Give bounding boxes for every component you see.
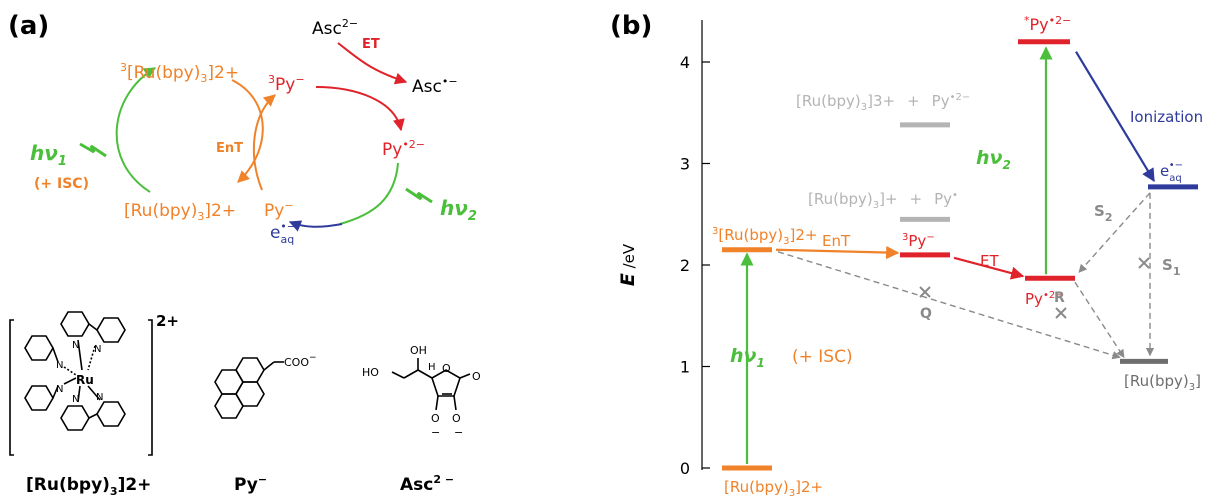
ionization-process-label: Ionization xyxy=(1130,108,1203,126)
ent-arrow xyxy=(775,245,900,260)
ent-arc-up xyxy=(252,94,276,191)
y-tick-label: 2 xyxy=(680,256,690,275)
py-radical-label: Py•2− xyxy=(382,138,425,160)
n-atom: N xyxy=(72,394,79,405)
hydroxyl-group: OH xyxy=(410,344,427,357)
lightning-icon xyxy=(79,142,107,158)
pyrene-structure xyxy=(214,357,284,419)
transition-arrows xyxy=(740,46,1155,464)
quenching-path-label: Q xyxy=(920,306,932,322)
ru-final-level-label: [Ru(bpy)3] xyxy=(1124,372,1201,393)
ru-oxidized-pair-label: [Ru(bpy)3]3++Py•2− xyxy=(796,92,970,113)
ascorbate-radical-label: Asc•− xyxy=(412,75,458,97)
et-arrow xyxy=(953,256,1025,280)
n-atom: N xyxy=(94,344,101,355)
hydrogen-atom: H xyxy=(428,362,436,373)
y-tick-label: 1 xyxy=(680,358,690,377)
et-process-label: ET xyxy=(980,252,999,270)
carbonyl-oxygen: O xyxy=(472,370,481,383)
panel-b-label: (b) xyxy=(610,11,652,41)
enolate-charge: − xyxy=(431,426,440,439)
et-label: ET xyxy=(362,37,380,52)
recombination-path xyxy=(1074,281,1125,359)
enolate-oxygen: O xyxy=(431,412,440,425)
energy-levels xyxy=(722,39,1198,471)
y-tick-label: 0 xyxy=(680,459,690,478)
cross-icon xyxy=(1138,257,1150,269)
ent-arc-down xyxy=(231,79,264,183)
n-atom: N xyxy=(72,340,79,351)
panel-a-label: (a) xyxy=(8,11,49,41)
ru-bpy3-structure xyxy=(9,311,153,456)
enolate-oxygen: O xyxy=(452,412,461,425)
ru-triplet-label: 3[Ru(bpy)3]2+ xyxy=(120,61,239,85)
cross-icon xyxy=(1055,307,1067,319)
ent-process-label: EnT xyxy=(822,232,851,250)
hydrated-electron-label: eaq•− xyxy=(270,220,296,246)
n-atom: N xyxy=(96,392,103,403)
hydroxyl-group: HO xyxy=(362,366,379,379)
n-atom: N xyxy=(56,384,63,395)
cross-icon xyxy=(919,286,931,298)
quenching-path xyxy=(777,251,1121,360)
electron-arc xyxy=(288,220,343,232)
y-tick-label: 4 xyxy=(680,53,690,72)
py-structure-label: Py− xyxy=(234,473,267,495)
ascorbate-structure xyxy=(391,358,471,411)
s2-path xyxy=(1078,192,1151,273)
asc-structure-label: Asc2 − xyxy=(400,473,454,495)
panel-a: (a) 3[Ru(bpy)3]2+ [Ru(bpy)3]2+ 3Py− Py− … xyxy=(8,11,481,498)
et-arc-py xyxy=(315,86,405,132)
s2-path-label: S2 xyxy=(1094,202,1112,224)
ionization-arrow xyxy=(1075,51,1155,182)
recombination-path-label: R xyxy=(1054,290,1065,306)
hv1-process-label: hν1 xyxy=(730,345,765,370)
ru-triplet-level-label: 3[Ru(bpy)3]2+ xyxy=(712,226,817,247)
excitation-arc-hv1 xyxy=(115,67,157,193)
ru-ground-label: [Ru(bpy)3]2+ xyxy=(124,201,236,223)
py-triplet-label: 3Py− xyxy=(268,73,305,95)
ru-reduced-pair-label: [Ru(bpy)3]++Py• xyxy=(808,190,958,211)
py-excited-level-label: *Py•2− xyxy=(1024,14,1071,34)
py-radical-level-label: Py•2− xyxy=(1025,290,1064,308)
s1-path-label: S1 xyxy=(1162,256,1180,278)
relaxation-paths xyxy=(777,192,1155,360)
carboxylate-group: COO− xyxy=(284,353,317,369)
hv1-label: hν1 xyxy=(30,141,67,169)
ascorbate-label: Asc2− xyxy=(312,17,358,39)
y-axis-label: E /eV xyxy=(617,243,639,286)
blocked-path-markers xyxy=(919,257,1150,319)
isc-label: (+ ISC) xyxy=(34,176,89,192)
photoionization-arc xyxy=(339,162,399,225)
ru-atom: Ru xyxy=(76,373,94,387)
enolate-charge: − xyxy=(454,426,463,439)
lightning-icon xyxy=(405,187,433,204)
ru-structure-label: [Ru(bpy)3]2+ xyxy=(26,475,151,498)
hv2-process-label: hν2 xyxy=(976,147,1011,172)
electron-level-label: eaq•− xyxy=(1160,160,1183,184)
hv2-label: hν2 xyxy=(440,196,477,224)
ru-ground-level-label: [Ru(bpy)3]2+ xyxy=(724,478,823,498)
panel-b: (b) 0 1 2 3 4 E /eV [Ru(bpy)3]2+ 3[Ru(bpy)3]… xyxy=(610,11,1203,498)
isc-process-label: (+ ISC) xyxy=(792,347,853,367)
y-tick-label: 3 xyxy=(680,155,690,174)
et-arc-asc xyxy=(337,42,408,85)
energy-axis: 0 1 2 3 4 E /eV xyxy=(617,20,710,478)
py-ground-label: Py− xyxy=(264,199,294,221)
y-axis-ticks: 0 1 2 3 4 xyxy=(680,53,710,478)
ring-oxygen: O xyxy=(442,362,451,375)
ent-label: EnT xyxy=(216,141,243,156)
ru-complex-charge: 2+ xyxy=(156,312,179,330)
py-triplet-level-label: 3Py− xyxy=(902,232,935,250)
n-atom: N xyxy=(56,360,63,371)
